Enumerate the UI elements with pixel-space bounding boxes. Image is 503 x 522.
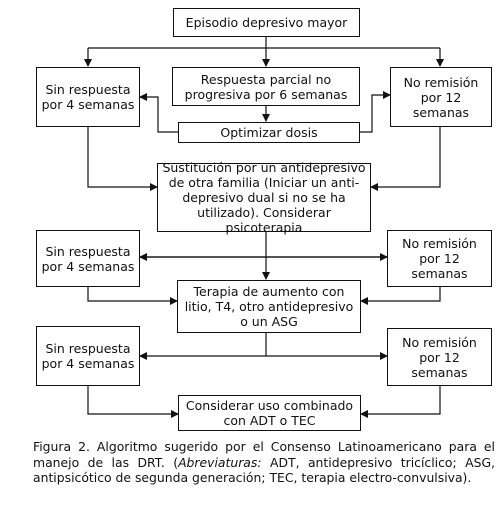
no-remission-node-2-label: No remisión por 12 semanas <box>402 236 477 281</box>
switch-antidepressant-node: Sustitución por un antidepresivo de otra… <box>157 160 371 235</box>
caption-label: Figura 2. <box>33 439 90 454</box>
caption-abbreviations-label: Abreviaturas: <box>178 454 262 470</box>
augmentation-node: Terapia de aumento con litio, T4, otro a… <box>177 280 361 333</box>
caption-text-2: ADT, antidepresivo tricíclico; ASG, anti… <box>33 454 496 486</box>
no-remission-node-2: No remisión por 12 semanas <box>387 230 492 287</box>
no-remission-node-1: No remisión por 12 semanas <box>390 67 492 127</box>
no-remission-node-3: No remisión por 12 semanas <box>387 328 492 386</box>
figure-caption: Figura 2. Algoritmo sugerido por el Cons… <box>33 439 495 486</box>
start-node-label: Episodio depresivo mayor <box>185 15 348 30</box>
no-response-node-2-label: Sin respuesta por 4 semanas <box>41 243 135 274</box>
partial-response-node-label: Respuesta parcial no progresiva por 6 se… <box>184 71 348 102</box>
start-node: Episodio depresivo mayor <box>173 8 360 37</box>
no-remission-node-3-label: No remisión por 12 semanas <box>402 334 477 380</box>
no-response-node-3-label: Sin respuesta por 4 semanas <box>41 341 135 371</box>
optimize-dose-node: Optimizar dosis <box>178 122 360 143</box>
augmentation-node-label: Terapia de aumento con litio, T4, otro a… <box>184 284 354 329</box>
combination-node: Considerar uso combinado con ADT o TEC <box>178 395 361 431</box>
no-response-node-1-label: Sin respuesta por 4 semanas <box>41 82 135 112</box>
switch-antidepressant-node-label: Sustitución por un antidepresivo de otra… <box>162 160 366 235</box>
no-remission-node-1-label: No remisión por 12 semanas <box>403 74 479 120</box>
partial-response-node: Respuesta parcial no progresiva por 6 se… <box>172 67 360 106</box>
no-response-node-2: Sin respuesta por 4 semanas <box>36 230 140 287</box>
no-response-node-3: Sin respuesta por 4 semanas <box>36 326 140 386</box>
combination-node-label: Considerar uso combinado con ADT o TEC <box>185 398 354 428</box>
no-response-node-1: Sin respuesta por 4 semanas <box>36 67 140 127</box>
flowchart-connectors <box>84 36 444 418</box>
optimize-dose-node-label: Optimizar dosis <box>220 125 318 140</box>
caption-text-1: Algoritmo sugerido por el Consenso Latin… <box>33 439 495 470</box>
